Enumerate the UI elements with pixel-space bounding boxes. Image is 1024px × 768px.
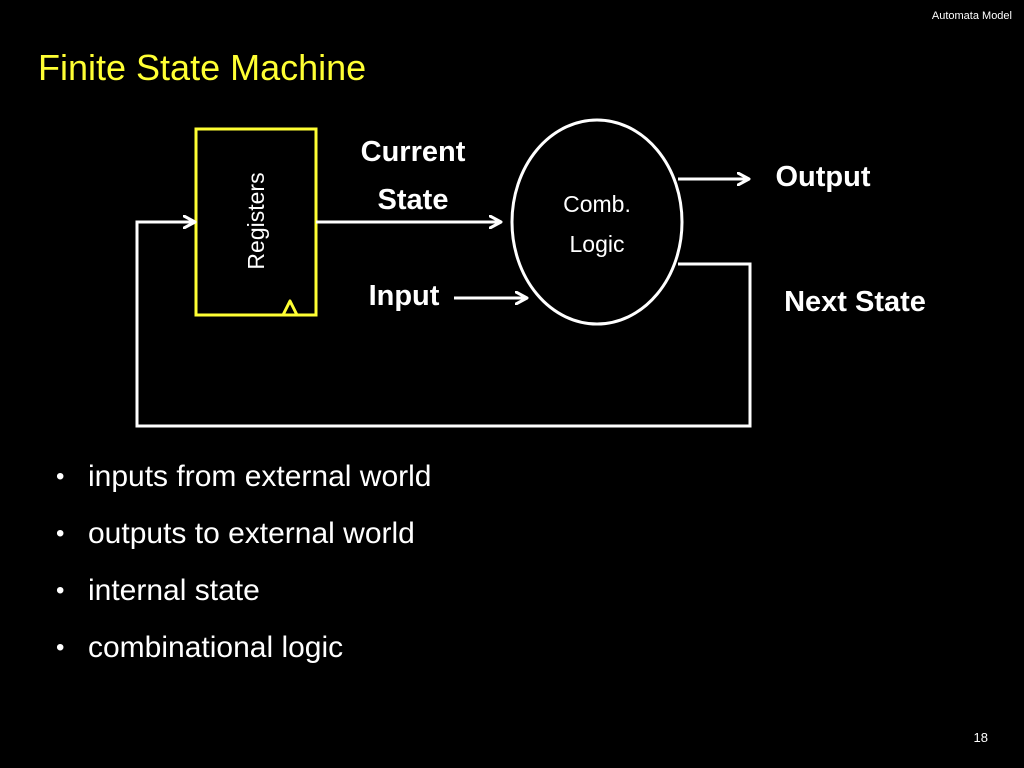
next-state-label: Next State (784, 286, 926, 318)
bullet-text: internal state (88, 574, 260, 607)
bullet-item: • internal state (56, 562, 431, 619)
bullet-text: combinational logic (88, 631, 344, 664)
bullet-dot-icon: • (56, 463, 65, 490)
page-number: 18 (973, 730, 988, 745)
comb-logic-ellipse (510, 118, 684, 326)
logic-label-line2: Logic (570, 231, 625, 257)
bullet-dot-icon: • (56, 577, 65, 604)
next-state-feedback-line (135, 222, 752, 428)
fsm-diagram: Registers Comb. Logic Current State Inpu… (135, 118, 926, 428)
slide-header: Automata Model (931, 10, 1012, 22)
bullet-item: • outputs to external world (56, 505, 431, 562)
input-label: Input (369, 280, 440, 312)
bullet-text: inputs from external world (88, 460, 432, 493)
bullet-dot-icon: • (56, 634, 65, 661)
page-title: Finite State Machine (38, 47, 367, 88)
current-state-label-line1: Current (361, 136, 466, 168)
current-state-label-line2: State (378, 184, 449, 216)
bullet-text: outputs to external world (88, 517, 415, 550)
bullet-dot-icon: • (56, 520, 65, 547)
bullet-item: • inputs from external world (56, 448, 431, 505)
registers-label: Registers (243, 172, 269, 269)
bullet-item: • combinational logic (56, 619, 431, 676)
clock-caret-icon (281, 299, 299, 316)
output-label: Output (775, 161, 870, 193)
logic-label-line1: Comb. (563, 191, 631, 217)
bullet-list: • inputs from external world • outputs to … (56, 448, 431, 676)
